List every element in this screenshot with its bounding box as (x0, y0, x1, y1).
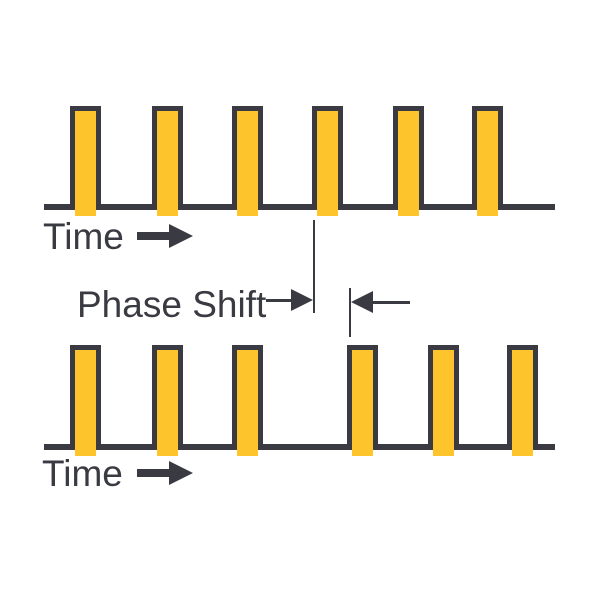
time-arrow-icon-bottom (137, 461, 193, 485)
phase-arrow-right-shaft (266, 299, 291, 302)
time-arrow-icon-top (137, 224, 193, 248)
phase-marker-line-lower (349, 288, 351, 337)
phase-marker-line-upper (313, 220, 315, 313)
time-label-bottom: Time (42, 453, 123, 494)
time-label-top: Time (43, 216, 124, 257)
phase-arrow-left-shaft (373, 301, 410, 304)
phase-arrow-left-head-icon (351, 291, 373, 313)
phase-shift-label: Phase Shift (77, 284, 267, 325)
phase-arrow-right-head-icon (291, 289, 313, 311)
